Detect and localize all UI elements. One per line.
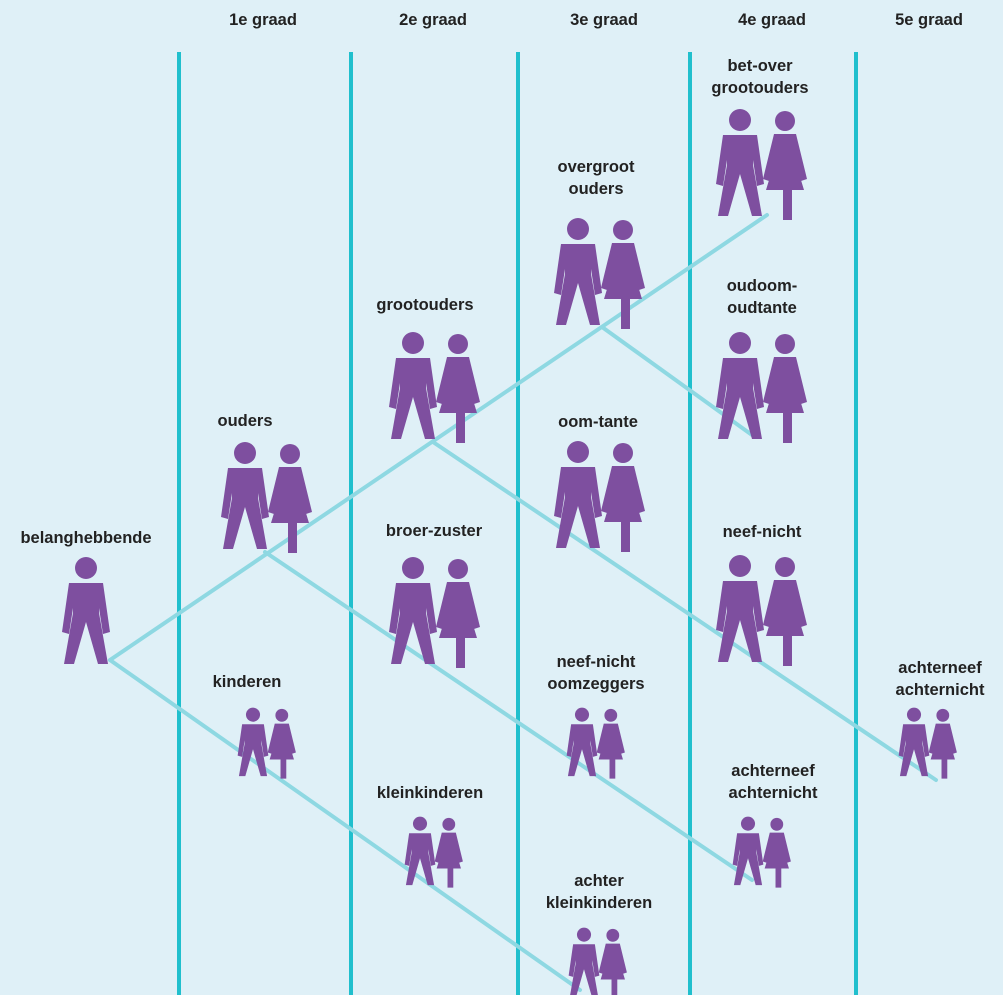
woman-icon — [268, 444, 312, 553]
man-icon — [221, 442, 269, 549]
woman-icon — [267, 708, 296, 779]
degree-divider — [854, 52, 858, 995]
woman-icon — [763, 111, 807, 220]
man-icon — [716, 109, 764, 216]
cousin-line — [431, 440, 938, 782]
node-label-neef-nicht-oomzeggers: neef-nicht oomzeggers — [547, 653, 645, 693]
man-icon — [389, 557, 437, 664]
woman-icon — [436, 334, 480, 443]
woman-icon — [928, 708, 957, 779]
man-icon — [389, 332, 437, 439]
man-icon — [898, 707, 930, 777]
man-icon — [62, 557, 110, 664]
degree-header-2: 2e graad — [399, 11, 467, 29]
woman-icon — [434, 817, 463, 888]
woman-icon — [763, 334, 807, 443]
degree-divider — [177, 52, 181, 995]
woman-icon — [436, 559, 480, 668]
node-label-achterneef-5: achterneef achternicht — [895, 659, 985, 699]
degree-header-1: 1e graad — [229, 11, 297, 29]
man-icon — [568, 927, 600, 995]
woman-icon — [762, 817, 791, 888]
man-icon — [554, 441, 602, 548]
degree-header-5: 5e graad — [895, 11, 963, 29]
node-label-kleinkinderen: kleinkinderen — [376, 784, 484, 802]
node-label-achterneef-4: achterneef achternicht — [728, 762, 818, 802]
degree-divider — [516, 52, 520, 995]
woman-icon — [601, 443, 645, 552]
node-label-broer-zuster: broer-zuster — [385, 522, 483, 540]
degree-header-3: 3e graad — [570, 11, 638, 29]
man-icon — [237, 707, 269, 777]
man-icon — [566, 707, 598, 777]
man-icon — [732, 816, 764, 886]
node-label-oudoom-oudtante: oudoom- oudtante — [726, 277, 798, 317]
woman-icon — [596, 708, 625, 779]
man-icon — [554, 218, 602, 325]
node-label-grootouders: grootouders — [376, 296, 474, 314]
node-label-neef-nicht: neef-nicht — [722, 523, 802, 541]
node-label-achterkleinkinderen: achter kleinkinderen — [545, 872, 653, 912]
node-label-bet-over-grootouders: bet-over grootouders — [711, 57, 809, 97]
man-icon — [404, 816, 436, 886]
sibling-line — [263, 550, 754, 882]
node-label-ouders: ouders — [217, 412, 273, 430]
degree-header-4: 4e graad — [738, 11, 806, 29]
descendant-line — [108, 658, 582, 992]
man-icon — [716, 332, 764, 439]
node-label-oom-tante: oom-tante — [558, 413, 638, 431]
woman-icon — [601, 220, 645, 329]
node-label-kinderen: kinderen — [212, 673, 282, 691]
node-label-overgrootouders: overgroot ouders — [557, 158, 635, 198]
degree-divider — [349, 52, 353, 995]
node-label-belanghebbende: belanghebbende — [20, 529, 152, 547]
degree-divider — [688, 52, 692, 995]
woman-icon — [598, 928, 627, 995]
woman-icon — [763, 557, 807, 666]
ancestor-line — [108, 213, 769, 662]
man-icon — [716, 555, 764, 662]
